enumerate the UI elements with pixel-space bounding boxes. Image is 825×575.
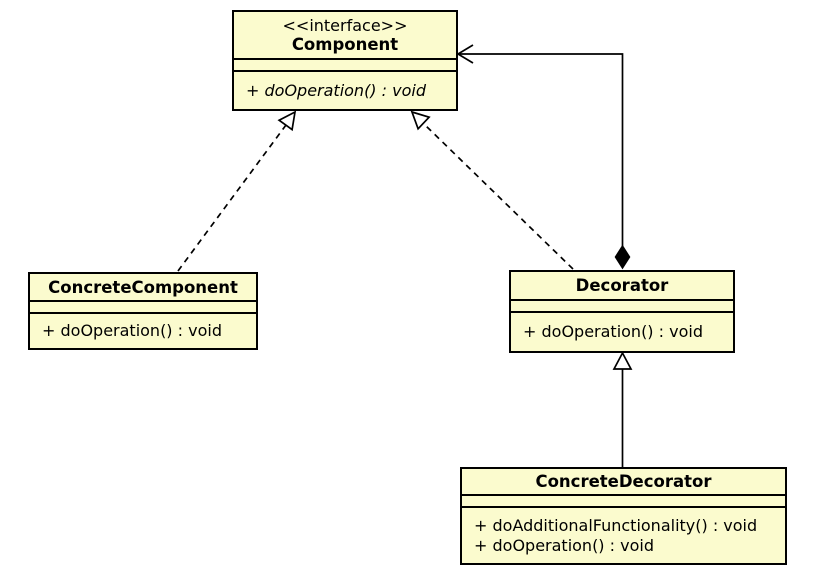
association-line <box>458 53 624 246</box>
method-item: + doAdditionalFunctionality() : void <box>474 515 758 535</box>
attributes-compartment <box>511 299 733 313</box>
class-header: <<interface>> Component <box>234 12 456 58</box>
methods-compartment: + doOperation() : void <box>511 313 733 351</box>
class-component: <<interface>> Component + doOperation() … <box>232 10 458 111</box>
generalization-edge-concretedecorator-decorator <box>612 351 633 467</box>
methods-compartment: + doAdditionalFunctionality() : void + d… <box>462 508 785 563</box>
method-item: + doOperation() : void <box>523 322 703 341</box>
open-arrowhead-icon <box>456 44 474 64</box>
composition-edge-decorator-component <box>456 44 631 270</box>
realization-edge-decorator-component <box>410 110 574 270</box>
class-name: ConcreteDecorator <box>535 472 712 491</box>
class-concrete-decorator: ConcreteDecorator + doAdditionalFunction… <box>460 467 787 565</box>
class-header: ConcreteDecorator <box>462 469 785 494</box>
attributes-compartment <box>234 58 456 72</box>
class-name: Component <box>291 35 399 54</box>
class-header: Decorator <box>511 272 733 299</box>
method-item: + doOperation() : void <box>246 80 426 100</box>
realization-dashed-line <box>423 123 574 270</box>
class-header: ConcreteComponent <box>30 274 256 300</box>
hollow-triangle-arrowhead-icon <box>277 110 297 132</box>
class-decorator: Decorator + doOperation() : void <box>509 270 735 353</box>
class-name: ConcreteComponent <box>48 277 238 297</box>
method-item: + doOperation() : void <box>474 535 654 555</box>
hollow-triangle-arrowhead-icon <box>612 351 633 370</box>
attributes-compartment <box>462 494 785 508</box>
realization-edge-concretecomponent-component <box>177 110 297 272</box>
attributes-compartment <box>30 300 256 314</box>
class-name: Decorator <box>575 276 669 295</box>
hollow-triangle-arrowhead-icon <box>410 110 431 131</box>
class-concrete-component: ConcreteComponent + doOperation() : void <box>28 272 258 350</box>
methods-compartment: + doOperation() : void <box>30 314 256 348</box>
filled-diamond-icon <box>614 244 631 270</box>
realization-dashed-line <box>177 124 287 272</box>
methods-compartment: + doOperation() : void <box>234 72 456 109</box>
method-item: + doOperation() : void <box>42 321 222 340</box>
class-stereotype: <<interface>> <box>282 16 408 35</box>
